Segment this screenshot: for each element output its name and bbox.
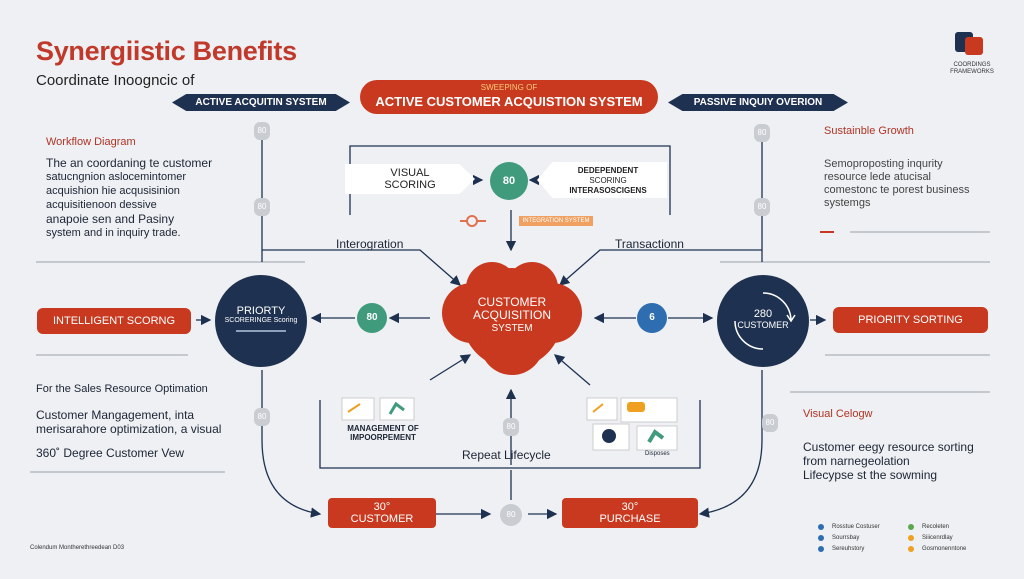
dependent-scoring-box[interactable]: DEDEPENDENT SCORING INTERASOSCIGENS	[537, 162, 667, 198]
growth-description: Semoproposting inqurity resource lede at…	[824, 158, 970, 209]
main-system-pill-small: SWEEPING OF	[480, 83, 538, 92]
legend-item: Rosstue Costuser	[818, 524, 880, 530]
right-score-node[interactable]: 6	[637, 303, 667, 333]
step-badge: 80	[754, 124, 770, 142]
legend-dot	[818, 546, 824, 552]
legend-item: Sourrsbay	[818, 535, 859, 541]
customer-30-pill[interactable]: 30° CUSTOMER	[328, 498, 436, 528]
growth-heading: Sustainble Growth	[824, 125, 914, 137]
score-circle[interactable]: 80	[490, 162, 528, 200]
visual-scoring-box[interactable]: VISUAL SCORING	[345, 164, 475, 194]
repeat-lifecycle-label: Repeat Lifecycle	[462, 448, 551, 462]
page-subtitle: Coordinate Inoogncic of	[36, 72, 195, 89]
legend-dot	[818, 524, 824, 530]
legend-item: Siiicenrdlay	[908, 535, 953, 541]
legend-dot	[908, 524, 914, 530]
visual-catalog-text: Customer eegy resource sorting from narn…	[803, 440, 974, 482]
legend-item: Gosmonenntone	[908, 546, 966, 552]
cycle-arrows-icon	[734, 292, 796, 350]
legend-dot	[908, 546, 914, 552]
main-system-pill-label: ACTIVE CUSTOMER ACQUISTION SYSTEM	[375, 94, 643, 109]
sales-resource-text: Customer Mangagement, inta merisarahore …	[36, 408, 222, 460]
progress-line	[236, 330, 286, 332]
management-cards-icon	[341, 397, 415, 421]
logo-caption: COORDINGS FRAMEWORKS	[950, 62, 994, 75]
passive-inquiry-ribbon: PASSIVE INQUIY OVERION	[668, 94, 848, 111]
step-badge: 80	[754, 198, 770, 216]
brand-logo-icon	[955, 32, 983, 55]
step-badge: 80	[500, 504, 522, 526]
priority-scoring-circle[interactable]: PRIORTY SCORERINGE Scoring	[215, 275, 307, 367]
page-title: Synergiistic Benefits	[36, 36, 297, 66]
visual-catalog-heading: Visual Celogw	[803, 408, 873, 420]
step-badge: 80	[254, 408, 270, 426]
legend-item: Sereuhstory	[818, 546, 864, 552]
left-score-node[interactable]: 80	[357, 303, 387, 333]
step-badge: 80	[762, 414, 778, 432]
purchase-30-pill[interactable]: 30° PURCHASE	[562, 498, 698, 528]
step-badge: 80	[503, 418, 519, 436]
cloud-label: CUSTOMER ACQUISITION SYSTEM	[472, 295, 551, 335]
transaction-label: Transactionn	[615, 237, 684, 251]
workflow-heading: Workflow Diagram	[46, 136, 136, 148]
priority-sorting-pill[interactable]: PRIORITY SORTING	[833, 307, 988, 333]
management-improvement-label: MANAGEMENT OF IMPOORPEMENT	[347, 424, 419, 442]
footer-note: Colendum Montherethreedean D03	[30, 545, 125, 551]
intelligent-scoring-pill[interactable]: INTELLIGENT SCORNG	[37, 308, 191, 334]
legend-item: Recoleten	[908, 524, 949, 530]
disposes-cards-icon	[586, 397, 678, 451]
step-badge: 80	[254, 198, 270, 216]
legend-dot	[908, 535, 914, 541]
workflow-description: The an coordaning te customer satucngnio…	[46, 156, 213, 239]
legend-dot	[818, 535, 824, 541]
step-badge: 80	[254, 122, 270, 140]
active-acquisition-ribbon: ACTIVE ACQUITIN SYSTEM	[172, 94, 350, 111]
customer-acquisition-cloud[interactable]	[437, 258, 587, 380]
main-system-pill[interactable]: SWEEPING OF ACTIVE CUSTOMER ACQUISTION S…	[360, 80, 658, 114]
sales-resource-heading: For the Sales Resource Optimation	[36, 383, 208, 395]
customer-360-circle[interactable]: 280 CUSTOMER	[717, 275, 809, 367]
integration-tag: INTEGRATION SYSTEM	[519, 216, 593, 226]
disposes-label: Disposes	[645, 451, 670, 457]
integration-plug-icon	[460, 215, 486, 227]
interogration-label: Interogration	[336, 237, 404, 251]
